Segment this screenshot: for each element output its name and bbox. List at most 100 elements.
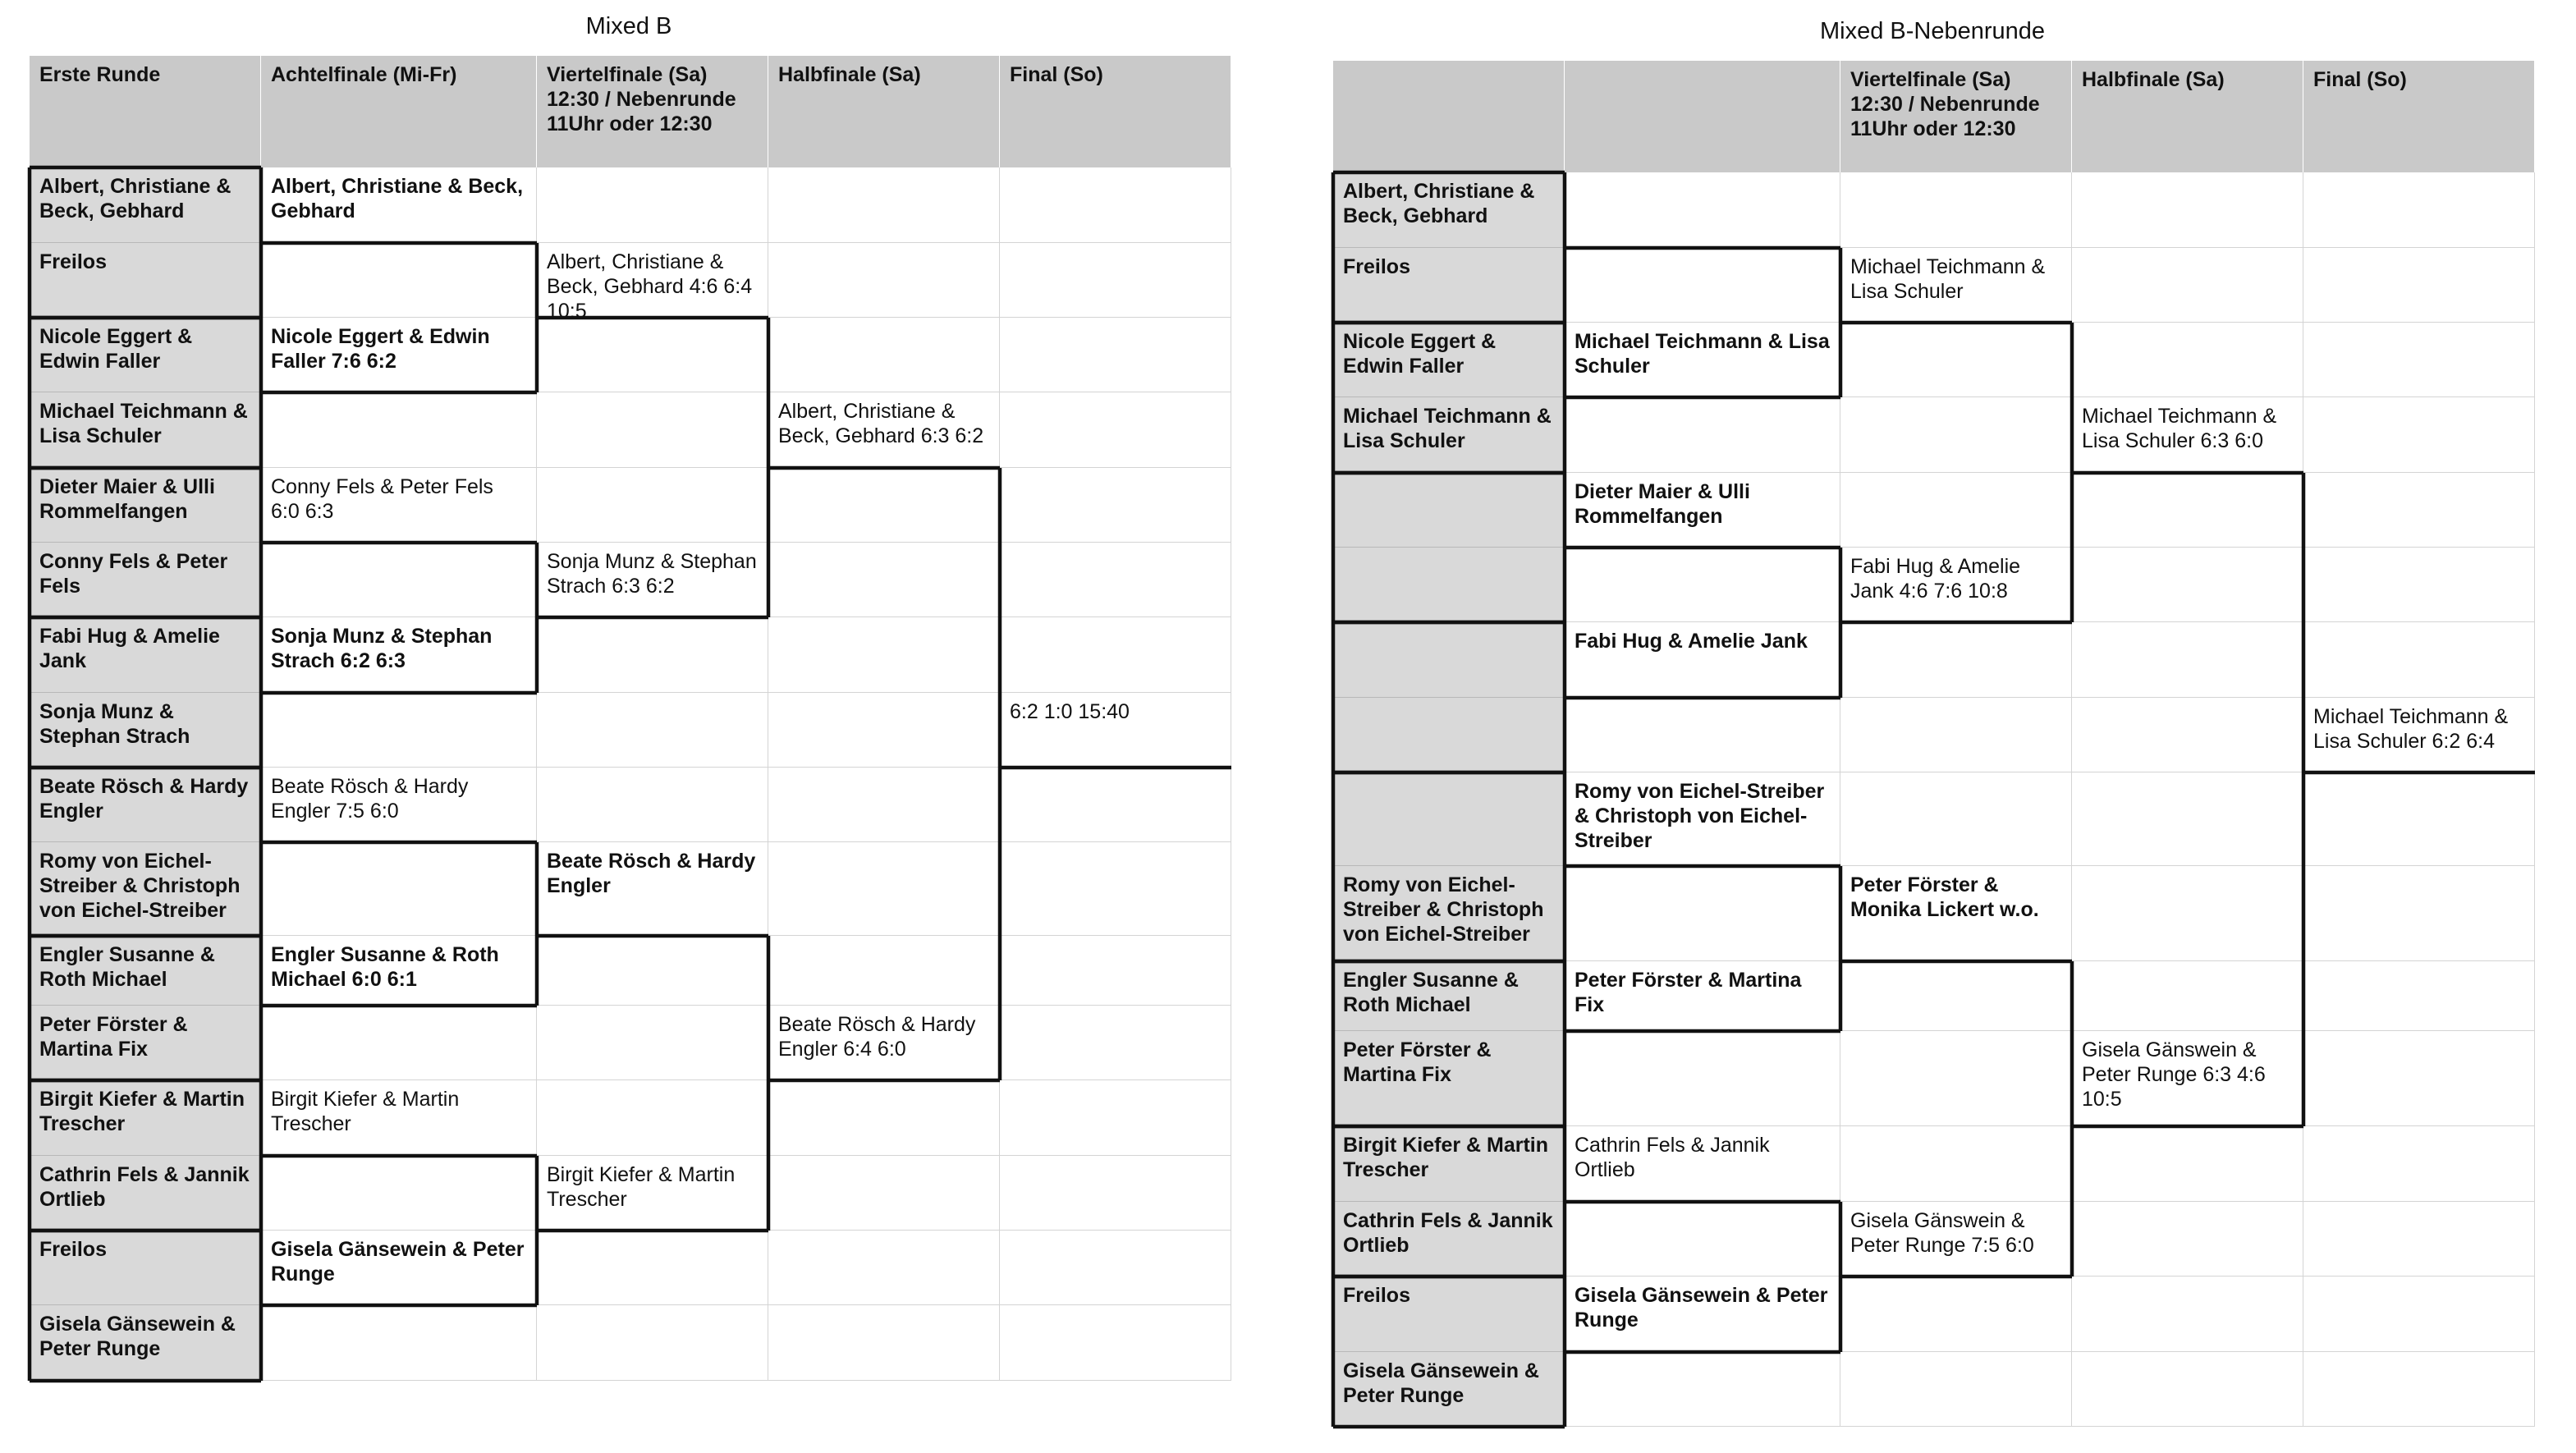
match-result-cell bbox=[768, 543, 1000, 617]
match-result-cell bbox=[1565, 248, 1840, 323]
first-round-entry: Romy von Eichel-Streiber & Christoph von… bbox=[1333, 866, 1565, 961]
match-result-cell bbox=[1000, 392, 1231, 468]
first-round-entry: Michael Teichmann & Lisa Schuler bbox=[1333, 397, 1565, 473]
first-round-entry: Romy von Eichel-Streiber & Christoph von… bbox=[30, 842, 261, 936]
match-result-cell bbox=[261, 693, 537, 768]
match-result-cell bbox=[768, 768, 1000, 842]
match-result-cell bbox=[1565, 1031, 1840, 1126]
match-result-cell: Sonja Munz & Stephan Strach 6:2 6:3 bbox=[261, 617, 537, 693]
match-result-cell bbox=[1840, 473, 2072, 548]
match-result-cell bbox=[537, 1006, 768, 1080]
match-result-cell bbox=[1565, 866, 1840, 961]
first-round-entry: Gisela Gänsewein & Peter Runge bbox=[30, 1305, 261, 1381]
match-result-cell: Gisela Gänsewein & Peter Runge bbox=[1565, 1277, 1840, 1352]
match-result-cell bbox=[537, 1231, 768, 1305]
match-result-cell: Michael Teichmann & Lisa Schuler bbox=[1565, 323, 1840, 397]
match-result-cell bbox=[2072, 866, 2303, 961]
first-round-entry: Nicole Eggert & Edwin Faller bbox=[30, 318, 261, 392]
match-result-cell: Michael Teichmann & Lisa Schuler 6:2 6:4 bbox=[2303, 698, 2535, 772]
match-result-cell bbox=[2072, 172, 2303, 248]
match-result-cell bbox=[261, 543, 537, 617]
match-result-cell bbox=[1565, 1202, 1840, 1277]
first-round-entry: Freilos bbox=[30, 243, 261, 318]
match-result-cell bbox=[1840, 772, 2072, 866]
match-result-cell: Fabi Hug & Amelie Jank 4:6 7:6 10:8 bbox=[1840, 548, 2072, 622]
match-result-cell bbox=[537, 768, 768, 842]
match-result-cell bbox=[2303, 961, 2535, 1031]
match-result-cell bbox=[537, 468, 768, 543]
match-result-cell bbox=[537, 1305, 768, 1381]
match-result-cell bbox=[1565, 1352, 1840, 1427]
column-header bbox=[1333, 61, 1565, 172]
first-round-entry: Engler Susanne & Roth Michael bbox=[30, 936, 261, 1006]
match-result-cell bbox=[2303, 1352, 2535, 1427]
match-result-cell bbox=[537, 617, 768, 693]
match-result-cell: Beate Rösch & Hardy Engler 6:4 6:0 bbox=[768, 1006, 1000, 1080]
match-result-cell bbox=[1000, 768, 1231, 842]
match-result-cell bbox=[1840, 1126, 2072, 1202]
match-result-cell bbox=[1565, 548, 1840, 622]
match-result-cell bbox=[768, 243, 1000, 318]
match-result-cell: Romy von Eichel-Streiber & Christoph von… bbox=[1565, 772, 1840, 866]
first-round-entry bbox=[1333, 772, 1565, 866]
match-result-cell bbox=[768, 167, 1000, 243]
match-result-cell: Gisela Gänsewein & Peter Runge bbox=[261, 1231, 537, 1305]
column-header bbox=[1565, 61, 1840, 172]
first-round-entry bbox=[1333, 622, 1565, 698]
match-result-cell bbox=[2072, 1126, 2303, 1202]
match-result-cell bbox=[1840, 397, 2072, 473]
first-round-entry: Peter Förster & Martina Fix bbox=[30, 1006, 261, 1080]
match-result-cell bbox=[2303, 172, 2535, 248]
match-result-cell: Albert, Christiane & Beck, Gebhard 6:3 6… bbox=[768, 392, 1000, 468]
match-result-cell bbox=[1000, 167, 1231, 243]
first-round-entry: Cathrin Fels & Jannik Ortlieb bbox=[1333, 1202, 1565, 1277]
first-round-entry: Albert, Christiane & Beck, Gebhard bbox=[1333, 172, 1565, 248]
match-result-cell bbox=[768, 1231, 1000, 1305]
match-result-cell bbox=[1840, 622, 2072, 698]
first-round-entry: Fabi Hug & Amelie Jank bbox=[30, 617, 261, 693]
column-header: Achtelfinale (Mi-Fr) bbox=[261, 56, 537, 167]
column-header: Final (So) bbox=[1000, 56, 1231, 167]
match-result-cell: Birgit Kiefer & Martin Trescher bbox=[537, 1156, 768, 1231]
match-result-cell: Nicole Eggert & Edwin Faller 7:6 6:2 bbox=[261, 318, 537, 392]
match-result-cell bbox=[261, 1305, 537, 1381]
match-result-cell: Cathrin Fels & Jannik Ortlieb bbox=[1565, 1126, 1840, 1202]
match-result-cell bbox=[1000, 1156, 1231, 1231]
bracket-title: Mixed B-Nebenrunde bbox=[1819, 18, 2046, 44]
first-round-entry bbox=[1333, 473, 1565, 548]
match-result-cell: Birgit Kiefer & Martin Trescher bbox=[261, 1080, 537, 1156]
match-result-cell bbox=[1840, 1277, 2072, 1352]
match-result-cell bbox=[2303, 622, 2535, 698]
first-round-entry: Beate Rösch & Hardy Engler bbox=[30, 768, 261, 842]
first-round-entry bbox=[1333, 698, 1565, 772]
match-result-cell bbox=[1000, 936, 1231, 1006]
column-header: Erste Runde bbox=[30, 56, 261, 167]
match-result-cell bbox=[537, 1080, 768, 1156]
match-result-cell bbox=[768, 936, 1000, 1006]
match-result-cell bbox=[768, 617, 1000, 693]
first-round-entry: Freilos bbox=[1333, 248, 1565, 323]
first-round-entry: Cathrin Fels & Jannik Ortlieb bbox=[30, 1156, 261, 1231]
first-round-entry: Birgit Kiefer & Martin Trescher bbox=[30, 1080, 261, 1156]
first-round-entry: Birgit Kiefer & Martin Trescher bbox=[1333, 1126, 1565, 1202]
first-round-entry: Peter Förster & Martina Fix bbox=[1333, 1031, 1565, 1126]
match-result-cell bbox=[768, 468, 1000, 543]
match-result-cell bbox=[2303, 248, 2535, 323]
match-result-cell bbox=[2303, 1277, 2535, 1352]
match-result-cell bbox=[1565, 698, 1840, 772]
match-result-cell bbox=[2303, 323, 2535, 397]
match-result-cell bbox=[2072, 248, 2303, 323]
match-result-cell bbox=[1000, 318, 1231, 392]
match-result-cell bbox=[768, 1156, 1000, 1231]
match-result-cell bbox=[1000, 1006, 1231, 1080]
first-round-entry: Gisela Gänsewein & Peter Runge bbox=[1333, 1352, 1565, 1427]
match-result-cell bbox=[2072, 772, 2303, 866]
first-round-entry bbox=[1333, 548, 1565, 622]
match-result-cell bbox=[768, 318, 1000, 392]
match-result-cell bbox=[2303, 772, 2535, 866]
first-round-entry: Freilos bbox=[1333, 1277, 1565, 1352]
match-result-cell bbox=[261, 842, 537, 936]
first-round-entry: Michael Teichmann & Lisa Schuler bbox=[30, 392, 261, 468]
match-result-cell bbox=[1000, 543, 1231, 617]
